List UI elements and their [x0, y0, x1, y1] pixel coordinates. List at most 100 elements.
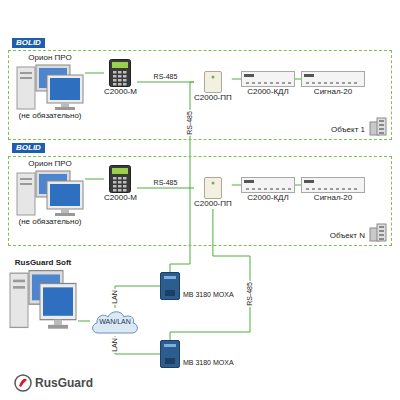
terminal [306, 188, 309, 190]
terminal [270, 82, 273, 84]
site-name: Объект N [330, 231, 365, 241]
controller-badge [304, 180, 314, 183]
terminal [348, 188, 351, 190]
terminal [330, 188, 333, 190]
keypad-key [123, 71, 127, 74]
terminal [258, 188, 261, 190]
device: С2000-М [104, 165, 137, 203]
bus-line [115, 336, 160, 354]
computer-icon [8, 268, 78, 330]
controller-body [302, 178, 365, 193]
device-name: Сигнал-20 [314, 87, 352, 97]
terminal [354, 82, 357, 84]
terminal [282, 188, 285, 190]
bus-line [85, 73, 104, 74]
server-label [164, 276, 176, 279]
device-name: С2000-КДЛ [247, 87, 289, 97]
computer-icon [15, 63, 85, 111]
computer-icon [15, 169, 85, 217]
site-region: Объект N Орион ПРО(не обязательно) С2000-М… [8, 156, 392, 246]
building-block [377, 224, 386, 241]
brand-logo: BOLID [12, 38, 45, 48]
device-name: Орион ПРО [28, 159, 71, 169]
controller-body [302, 72, 365, 87]
keypad-display [112, 62, 128, 68]
device: С2000-М [104, 59, 137, 97]
brand-logo: RusGuard [35, 376, 93, 390]
terminal [324, 82, 327, 84]
controller-icon [241, 71, 295, 87]
keypad-key [118, 75, 122, 78]
site-name: Объект 1 [331, 125, 365, 135]
keypad-key [123, 181, 127, 184]
bus-line [137, 188, 194, 189]
bus-line [170, 82, 194, 272]
controller-badge [244, 74, 254, 77]
device-name: С2000-М [104, 87, 137, 97]
server-port [165, 358, 175, 364]
keypad-key [123, 185, 127, 188]
bus-line [78, 321, 90, 322]
bus-label: LAN [111, 289, 119, 305]
tower [10, 273, 28, 327]
window [379, 132, 384, 134]
device-name: MB 3180 MOXA [183, 359, 234, 367]
terminal [348, 82, 351, 84]
bus-line [295, 79, 301, 80]
controller-body [242, 178, 295, 193]
drive-slot [13, 286, 25, 289]
device-name: С2000-КДЛ [247, 193, 289, 203]
terminal [288, 188, 291, 190]
keypad-key [118, 185, 122, 188]
tower [17, 67, 35, 109]
bus-line [170, 209, 250, 340]
converter-icon [204, 71, 222, 93]
keypad-key [123, 75, 127, 78]
device: С2000-КДЛ [241, 177, 295, 203]
network-name: WAN/LAN [90, 318, 140, 326]
device-name: С2000-ПП [194, 93, 232, 103]
device-name: Сигнал-20 [314, 193, 352, 203]
monitor-stand [54, 320, 62, 325]
drive-slot [20, 77, 32, 79]
logo-swoosh [19, 379, 27, 387]
drive-slot [20, 178, 32, 180]
serial-server: MB 3180 MOXA [160, 272, 234, 300]
logo-symbol [14, 374, 32, 392]
device: Сигнал-20 [301, 71, 365, 97]
keypad-key [113, 189, 117, 192]
terminal [336, 82, 339, 84]
controller-badge [304, 74, 314, 77]
terminal [330, 82, 333, 84]
keypad-key [113, 75, 117, 78]
drive-slot [13, 280, 25, 283]
drive-slot [20, 183, 32, 185]
keypad-key [123, 83, 127, 86]
computer: Орион ПРО(не обязательно) [15, 159, 85, 227]
server-body [161, 273, 180, 300]
screen [50, 78, 80, 100]
monitor-base [55, 213, 75, 216]
keypad-key [118, 79, 122, 82]
device-name: RusGuard Soft [15, 258, 71, 268]
device: С2000-ПП [194, 177, 232, 209]
terminal [288, 82, 291, 84]
keypad-icon [109, 165, 131, 193]
bus-label: RS-485 [186, 110, 194, 136]
keypad-display [112, 168, 128, 174]
terminal [324, 188, 327, 190]
device-name: С2000-М [104, 193, 137, 203]
device: С2000-ПП [194, 71, 232, 103]
device-name: (не обязательно) [18, 111, 81, 121]
terminal [312, 188, 315, 190]
bus-line [115, 286, 160, 308]
window [379, 226, 384, 228]
terminal [312, 82, 315, 84]
terminal [342, 188, 345, 190]
terminal [306, 82, 309, 84]
logo-ring [15, 375, 31, 391]
monitor [47, 181, 83, 209]
keypad-body [110, 166, 131, 193]
bus-label: RS-485 [153, 73, 179, 81]
keypad-icon [109, 59, 131, 87]
